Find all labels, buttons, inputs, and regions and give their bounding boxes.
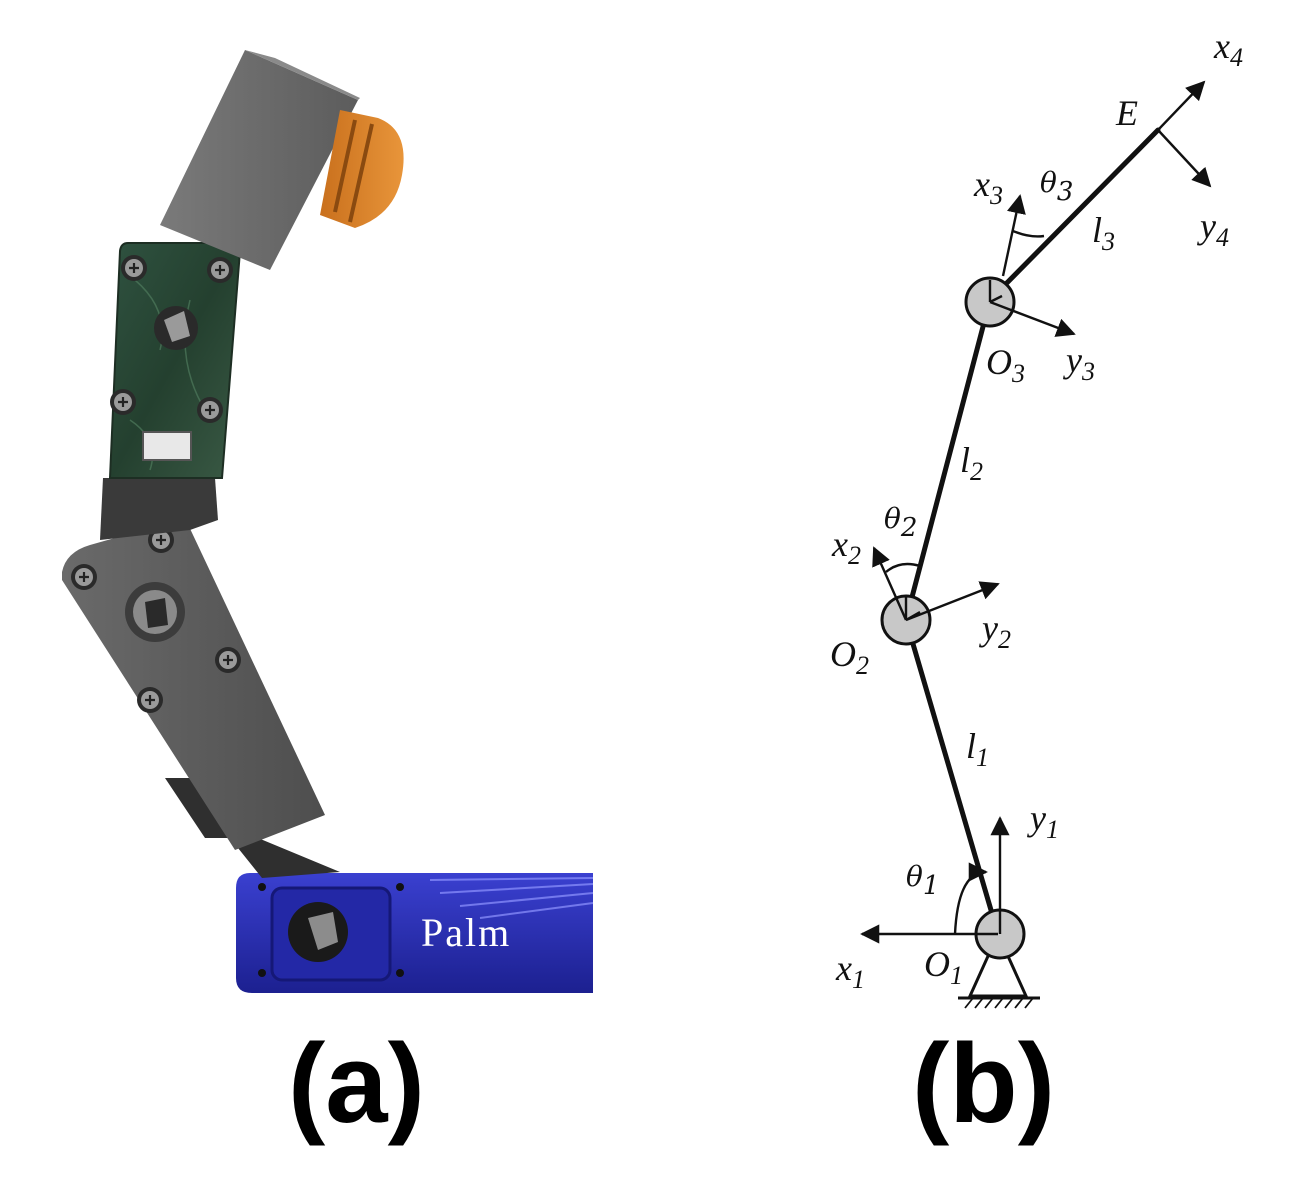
finger-render: Palm (62, 50, 594, 1146)
label-theta1: θ1 (906, 860, 939, 901)
label-o1: O1 (924, 944, 963, 990)
label-x4: x4 (1213, 26, 1243, 72)
axis-x4-arrow (1157, 80, 1206, 131)
link-3 (987, 127, 1161, 303)
label-l1: l1 (966, 726, 989, 772)
angle-arc-1 (953, 862, 988, 935)
label-l3: l3 (1092, 210, 1115, 256)
axis-y2-arrow (905, 581, 1000, 622)
middle-phalanx (100, 242, 242, 540)
angle-arc-3 (1012, 229, 1045, 238)
label-l2: l2 (960, 440, 983, 486)
ground-support (958, 930, 1040, 1009)
axis-x2-arrow (872, 546, 908, 621)
caption-a: (a) (288, 1021, 425, 1146)
palm-label: Palm (421, 910, 511, 955)
kinematic-diagram: O1 O2 O3 E l1 l2 l3 θ1 θ2 θ3 x1 y1 x2 y2… (830, 26, 1243, 1146)
link-2 (903, 297, 993, 623)
label-x2: x2 (831, 524, 861, 570)
label-x3: x3 (973, 164, 1003, 210)
palm-block: Palm (236, 873, 594, 993)
link-1 (903, 617, 1001, 937)
label-x1: x1 (835, 948, 865, 994)
proximal-phalanx (62, 518, 340, 878)
angle-arc-2 (885, 562, 921, 573)
label-y2: y2 (979, 608, 1011, 654)
axis-y3-arrow (989, 300, 1076, 337)
axis-x3-arrow (1001, 194, 1026, 277)
label-y3: y3 (1063, 340, 1095, 386)
label-y1: y1 (1027, 798, 1059, 844)
label-o3: O3 (986, 342, 1025, 388)
distal-phalanx (160, 50, 404, 270)
caption-b: (b) (912, 1021, 1055, 1146)
label-y4: y4 (1197, 206, 1229, 252)
label-theta3: θ3 (1040, 166, 1073, 207)
label-end-e: E (1115, 93, 1138, 133)
label-theta2: θ2 (884, 502, 917, 543)
axis-y4-arrow (1157, 129, 1212, 188)
label-o2: O2 (830, 634, 869, 680)
